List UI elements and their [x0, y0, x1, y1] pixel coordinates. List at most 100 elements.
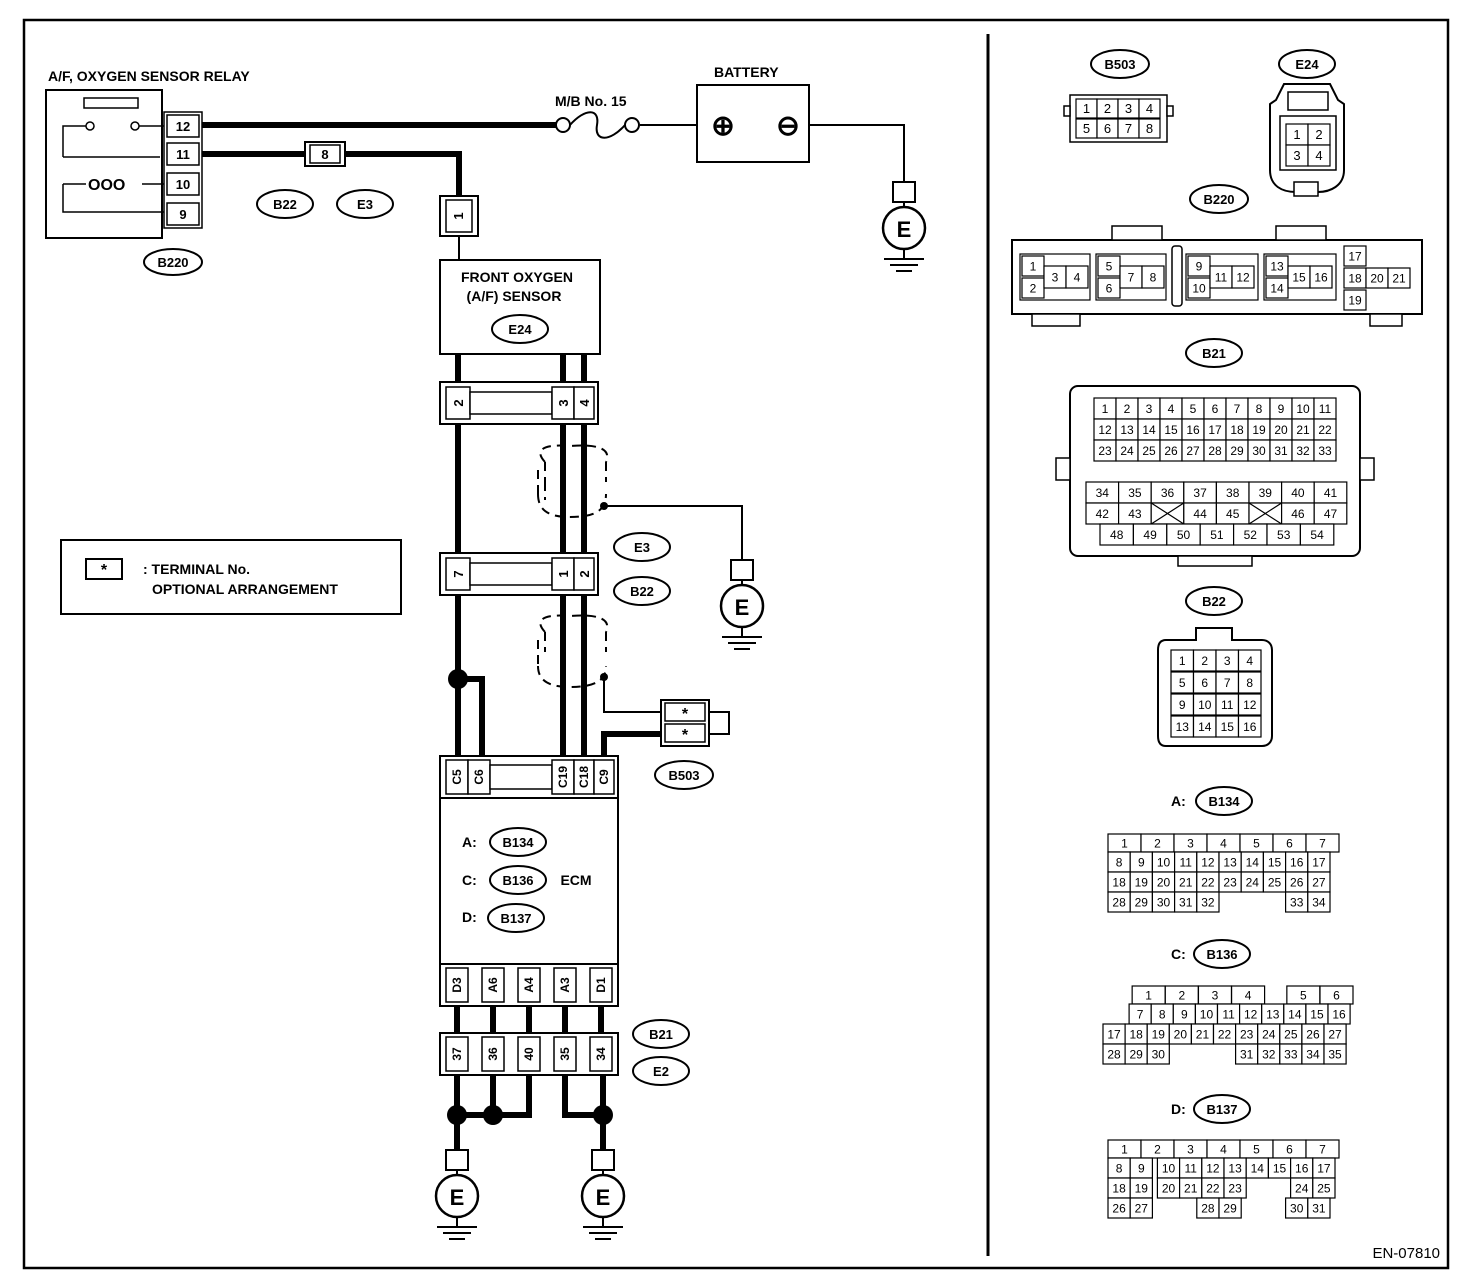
splice-dot: [448, 669, 468, 689]
pin-number: 24: [1262, 1027, 1276, 1041]
pin-number: 2: [1030, 281, 1037, 295]
pin-number: 5: [1083, 121, 1090, 136]
pin-cell: [1237, 649, 1262, 672]
pin-number: 25: [1284, 1027, 1298, 1041]
battery: BATTERY ⊕ ⊖: [696, 64, 810, 163]
pin-number: 22: [1318, 423, 1332, 437]
pin-number: 2: [1154, 836, 1161, 850]
b134-view-label: B134: [1208, 794, 1240, 809]
pin-number: 35: [1328, 1047, 1342, 1061]
pin-number: 28: [1208, 444, 1222, 458]
pin-number: 23: [1228, 1181, 1242, 1195]
connector-row-e24: 2 3 4: [439, 381, 599, 425]
pin-number: 5: [1106, 259, 1113, 273]
ecm-pin-d1: D1: [594, 977, 608, 993]
ecm-title: ECM: [560, 872, 591, 888]
doc-code: EN-07810: [1372, 1245, 1440, 1262]
relay-pin-12: 12: [176, 119, 190, 134]
pin-number: 20: [1157, 875, 1171, 889]
pin-number: 26: [1290, 875, 1304, 889]
pin-number: 38: [1226, 486, 1240, 500]
pin-number: 9: [1181, 1007, 1188, 1021]
pin-cell: [1218, 1197, 1242, 1219]
b22-view-label: B22: [1202, 594, 1226, 609]
pin-number: 17: [1312, 855, 1326, 869]
pin-number: 20: [1174, 1027, 1188, 1041]
pin-number: 11: [1221, 698, 1234, 712]
cavity-group: [1263, 253, 1337, 301]
pin-number: 21: [1184, 1181, 1198, 1195]
pin-number: 27: [1312, 875, 1326, 889]
relay-connector-label: B220: [157, 255, 188, 270]
ecm-module: A: B134 C: B136 D: B137 ECM: [439, 797, 619, 965]
pin-number: 34: [1312, 895, 1326, 909]
legend-line-1: : TERMINAL No.: [143, 561, 250, 577]
pin-number: 29: [1135, 895, 1149, 909]
pin-number: 1: [1030, 259, 1037, 273]
b137-view-prefix: D:: [1171, 1101, 1186, 1117]
pin-number: 6: [1201, 676, 1208, 690]
pin-number: 19: [1252, 423, 1266, 437]
pin-number: 29: [1129, 1047, 1143, 1061]
fuse-mb-15: M/B No. 15: [555, 93, 640, 139]
pin-cell: [1299, 523, 1335, 546]
splice-dot: [447, 1105, 467, 1125]
pin-number: 15: [1164, 423, 1178, 437]
pin-number: 30: [1290, 1201, 1304, 1215]
relay-pin-9: 9: [179, 207, 186, 222]
label-e2-text: E2: [653, 1064, 669, 1079]
pin-cell: [1237, 671, 1262, 694]
pin-number: 8: [1246, 676, 1253, 690]
pin-number: 15: [1268, 855, 1282, 869]
pin-cell: [1065, 265, 1089, 289]
pin-number: 10: [1198, 698, 1212, 712]
pin-number: 1: [1083, 101, 1090, 116]
ecm-ref-a-prefix: A:: [462, 834, 477, 850]
pin-number: 49: [1143, 528, 1157, 542]
pin-cell: [1237, 715, 1262, 738]
pin-number: 33: [1284, 1047, 1298, 1061]
label-e3-top-text: E3: [357, 197, 373, 212]
pin-number: 6: [1104, 121, 1111, 136]
bottom-ground-wires: [454, 1075, 606, 1150]
pin-number: 4: [1246, 654, 1253, 668]
ecm-c9-wire: [601, 731, 664, 760]
pin-number: 18: [1129, 1027, 1143, 1041]
ecm-pin-d3: D3: [450, 977, 464, 993]
pin-number: 42: [1096, 507, 1110, 521]
pin-number: 4: [1146, 101, 1153, 116]
ecm-ref-d-prefix: D:: [462, 909, 477, 925]
pin-number: 23: [1098, 444, 1112, 458]
pin-number: 50: [1177, 528, 1191, 542]
pin-number: 6: [1212, 402, 1219, 416]
pin-number: 10: [1162, 1161, 1176, 1175]
pin-number: 2: [1315, 127, 1322, 142]
pin-number: 52: [1244, 528, 1258, 542]
pin-cell: [1138, 118, 1161, 139]
ecm-ref-a-connector: B134: [502, 835, 534, 850]
relay-coil-icon: OOO: [88, 177, 125, 194]
b21-view-label: B21: [1202, 346, 1226, 361]
pin-cell: [1231, 265, 1255, 289]
cavity-group: [1019, 253, 1091, 301]
b22-row-pin-2: 2: [577, 570, 592, 577]
pin-number: 9: [1179, 698, 1186, 712]
pin-number: 10: [1296, 402, 1310, 416]
pin-number: 30: [1157, 895, 1171, 909]
pin-number: 16: [1314, 270, 1328, 284]
splice-dot: [483, 1105, 503, 1125]
pin-number: 20: [1370, 271, 1384, 285]
pin-number: 3: [1187, 1142, 1194, 1156]
ecm-ref-c-connector: B136: [502, 873, 533, 888]
label-b22-top-text: B22: [273, 197, 297, 212]
ecm-ground-wires: [454, 1006, 604, 1033]
pin-cell: [1323, 1043, 1347, 1065]
